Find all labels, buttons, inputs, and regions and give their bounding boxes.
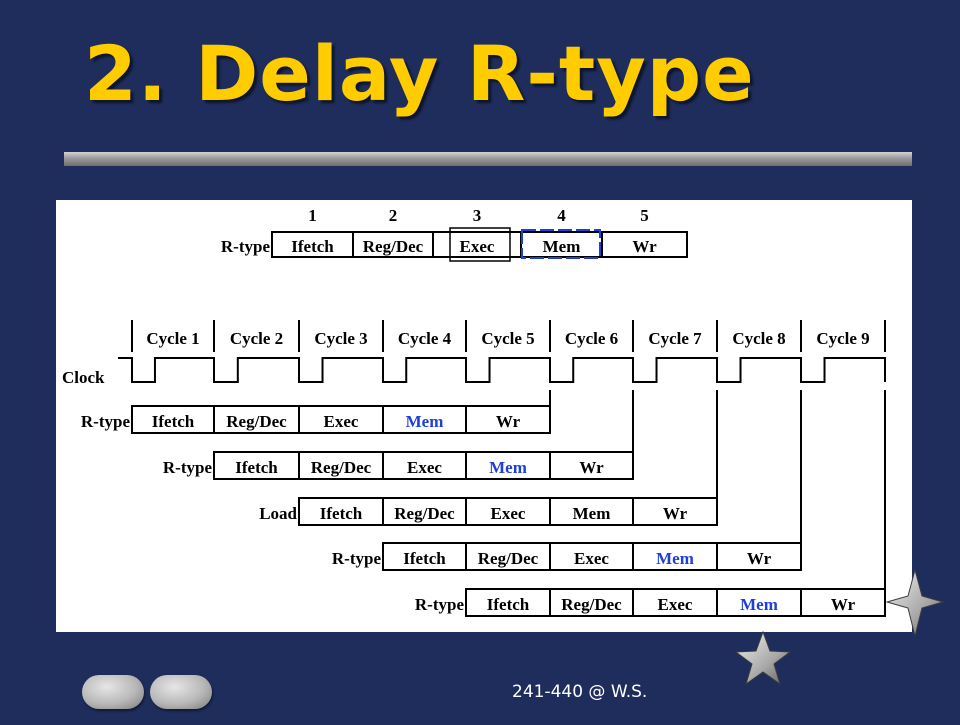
pipeline-stage-box	[800, 588, 886, 617]
pipeline-stage-label: Exec	[658, 595, 693, 614]
stage-label: Reg/Dec	[363, 237, 424, 256]
stage-number: 1	[308, 206, 317, 225]
cycle-label: Cycle 1	[146, 329, 199, 348]
stage-label: Exec	[460, 237, 495, 256]
cycle-label: Cycle 8	[732, 329, 785, 348]
pipeline-stage-box	[632, 497, 718, 526]
stage-number: 4	[557, 206, 566, 225]
instruction-label: R-type	[163, 458, 213, 477]
stage-label: Wr	[632, 237, 657, 256]
pipeline-stage-label: Reg/Dec	[311, 458, 372, 477]
footer-credit: 241-440 @ W.S.	[512, 682, 648, 702]
pipeline-stage-label: Wr	[747, 549, 772, 568]
pipeline-stage-label: Ifetch	[403, 549, 446, 568]
pipeline-stage-label: Reg/Dec	[394, 504, 455, 523]
pipeline-stage-label: Exec	[574, 549, 609, 568]
stage-number: 2	[389, 206, 398, 225]
pipeline-stage-label: Ifetch	[320, 504, 363, 523]
pipeline-stage-label: Exec	[407, 458, 442, 477]
top-row-label: R-type	[221, 237, 271, 256]
decorative-stars	[700, 560, 960, 720]
cycle-label: Cycle 6	[565, 329, 618, 348]
pipeline-stage-label: Reg/Dec	[226, 412, 287, 431]
pipeline-stage-label: Ifetch	[487, 595, 530, 614]
cycle-label: Cycle 9	[816, 329, 869, 348]
mem-stage-highlight	[521, 229, 601, 259]
pipeline-stage-label: Exec	[491, 504, 526, 523]
stage-box	[601, 231, 688, 258]
pipeline-stage-label: Wr	[496, 412, 521, 431]
cycle-label: Cycle 4	[398, 329, 452, 348]
instruction-label: R-type	[332, 549, 382, 568]
title-underline-bar	[64, 152, 912, 166]
stage-number: 5	[640, 206, 649, 225]
star-icon	[734, 630, 792, 686]
pipeline-stage-label: Wr	[579, 458, 604, 477]
pipeline-stage-label: Reg/Dec	[561, 595, 622, 614]
pipeline-stage-box	[465, 405, 551, 434]
clock-label: Clock	[62, 368, 105, 387]
pipeline-stage-label: Wr	[663, 504, 688, 523]
instruction-label: Load	[259, 504, 297, 523]
instruction-label: R-type	[415, 595, 465, 614]
stage-label: Ifetch	[291, 237, 334, 256]
cycle-label: Cycle 5	[481, 329, 534, 348]
next-slide-button[interactable]	[150, 675, 212, 709]
pipeline-stage-label: Mem	[573, 504, 611, 523]
pipeline-stage-label: Mem	[406, 412, 444, 431]
pipeline-stage-label: Exec	[324, 412, 359, 431]
pipeline-stage-label: Wr	[831, 595, 856, 614]
pipeline-stage-label: Mem	[656, 549, 694, 568]
pipeline-stage-box	[716, 542, 802, 571]
cycle-label: Cycle 3	[314, 329, 367, 348]
clock-waveform	[118, 357, 886, 383]
pipeline-stage-box	[549, 451, 634, 480]
pipeline-stage-label: Mem	[489, 458, 527, 477]
cycle-label: Cycle 2	[230, 329, 283, 348]
star-icon	[885, 568, 945, 637]
cycle-label: Cycle 7	[648, 329, 702, 348]
pipeline-stage-label: Ifetch	[152, 412, 195, 431]
instruction-label: R-type	[81, 412, 131, 431]
stage-label: Mem	[543, 237, 581, 256]
pipeline-stage-label: Mem	[740, 595, 778, 614]
pipeline-stage-label: Ifetch	[235, 458, 278, 477]
exec-stage-highlight	[449, 227, 511, 262]
stage-number: 3	[473, 206, 482, 225]
slide-title: 2. Delay R-type	[84, 29, 755, 118]
previous-slide-button[interactable]	[82, 675, 144, 709]
pipeline-stage-label: Reg/Dec	[478, 549, 539, 568]
